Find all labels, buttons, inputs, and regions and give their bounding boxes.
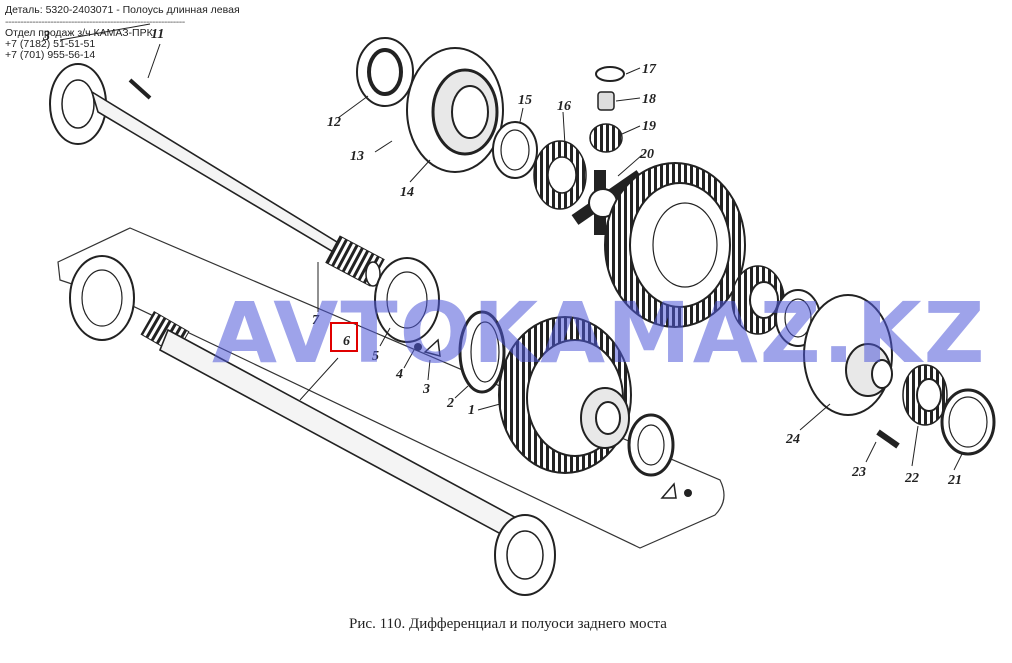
assembly-outline [57, 227, 725, 549]
figure-caption: Рис. 110. Дифференциал и полуоси заднего… [349, 616, 667, 632]
part-title: Деталь: 5320-2403071 - Полоусь длинная л… [5, 4, 240, 16]
callout-20: 20 [639, 147, 654, 162]
callout-2: 2 [446, 396, 454, 411]
callout-14: 14 [400, 185, 414, 200]
callout-4: 4 [395, 367, 403, 382]
leader-lines [59, 23, 963, 471]
callout-23: 23 [851, 465, 866, 480]
callout-18: 18 [642, 92, 656, 107]
callout-7: 7 [312, 313, 320, 328]
callout-15: 15 [518, 93, 532, 108]
axle-shaft-lower [140, 311, 556, 596]
axle-shaft-upper [49, 63, 385, 287]
callout-12: 12 [327, 115, 341, 130]
callout-5: 5 [372, 349, 379, 364]
phone-2: +7 (701) 955-56-14 [5, 49, 96, 61]
pinion-19 [589, 123, 623, 153]
phone-1: +7 (7182) 51-51-51 [5, 38, 96, 50]
callout-1: 1 [468, 403, 475, 418]
bushing-18 [597, 91, 615, 111]
header-divider: ----------------------------------------… [5, 16, 185, 28]
callout-10: 3 [42, 29, 50, 44]
callout-24: 24 [785, 432, 800, 447]
callout-19: 19 [642, 119, 656, 134]
callout-17: 17 [642, 62, 657, 77]
watermark: AVTOKAMAZ.KZ [212, 284, 987, 382]
bolt-4 [414, 343, 422, 351]
bolt-23 [876, 429, 900, 449]
callout-6: 6 [343, 334, 350, 349]
callout-11: 11 [151, 27, 164, 42]
lock-plate-3 [423, 338, 441, 358]
washer-17 [595, 66, 625, 82]
callout-16: 16 [557, 99, 571, 114]
highlight-box-part-6[interactable] [330, 322, 358, 352]
lock-plate-lower [660, 482, 677, 499]
callout-21: 21 [947, 473, 962, 488]
callout-3: 3 [422, 382, 430, 397]
callout-22: 22 [904, 471, 919, 486]
callout-13: 13 [350, 149, 364, 164]
